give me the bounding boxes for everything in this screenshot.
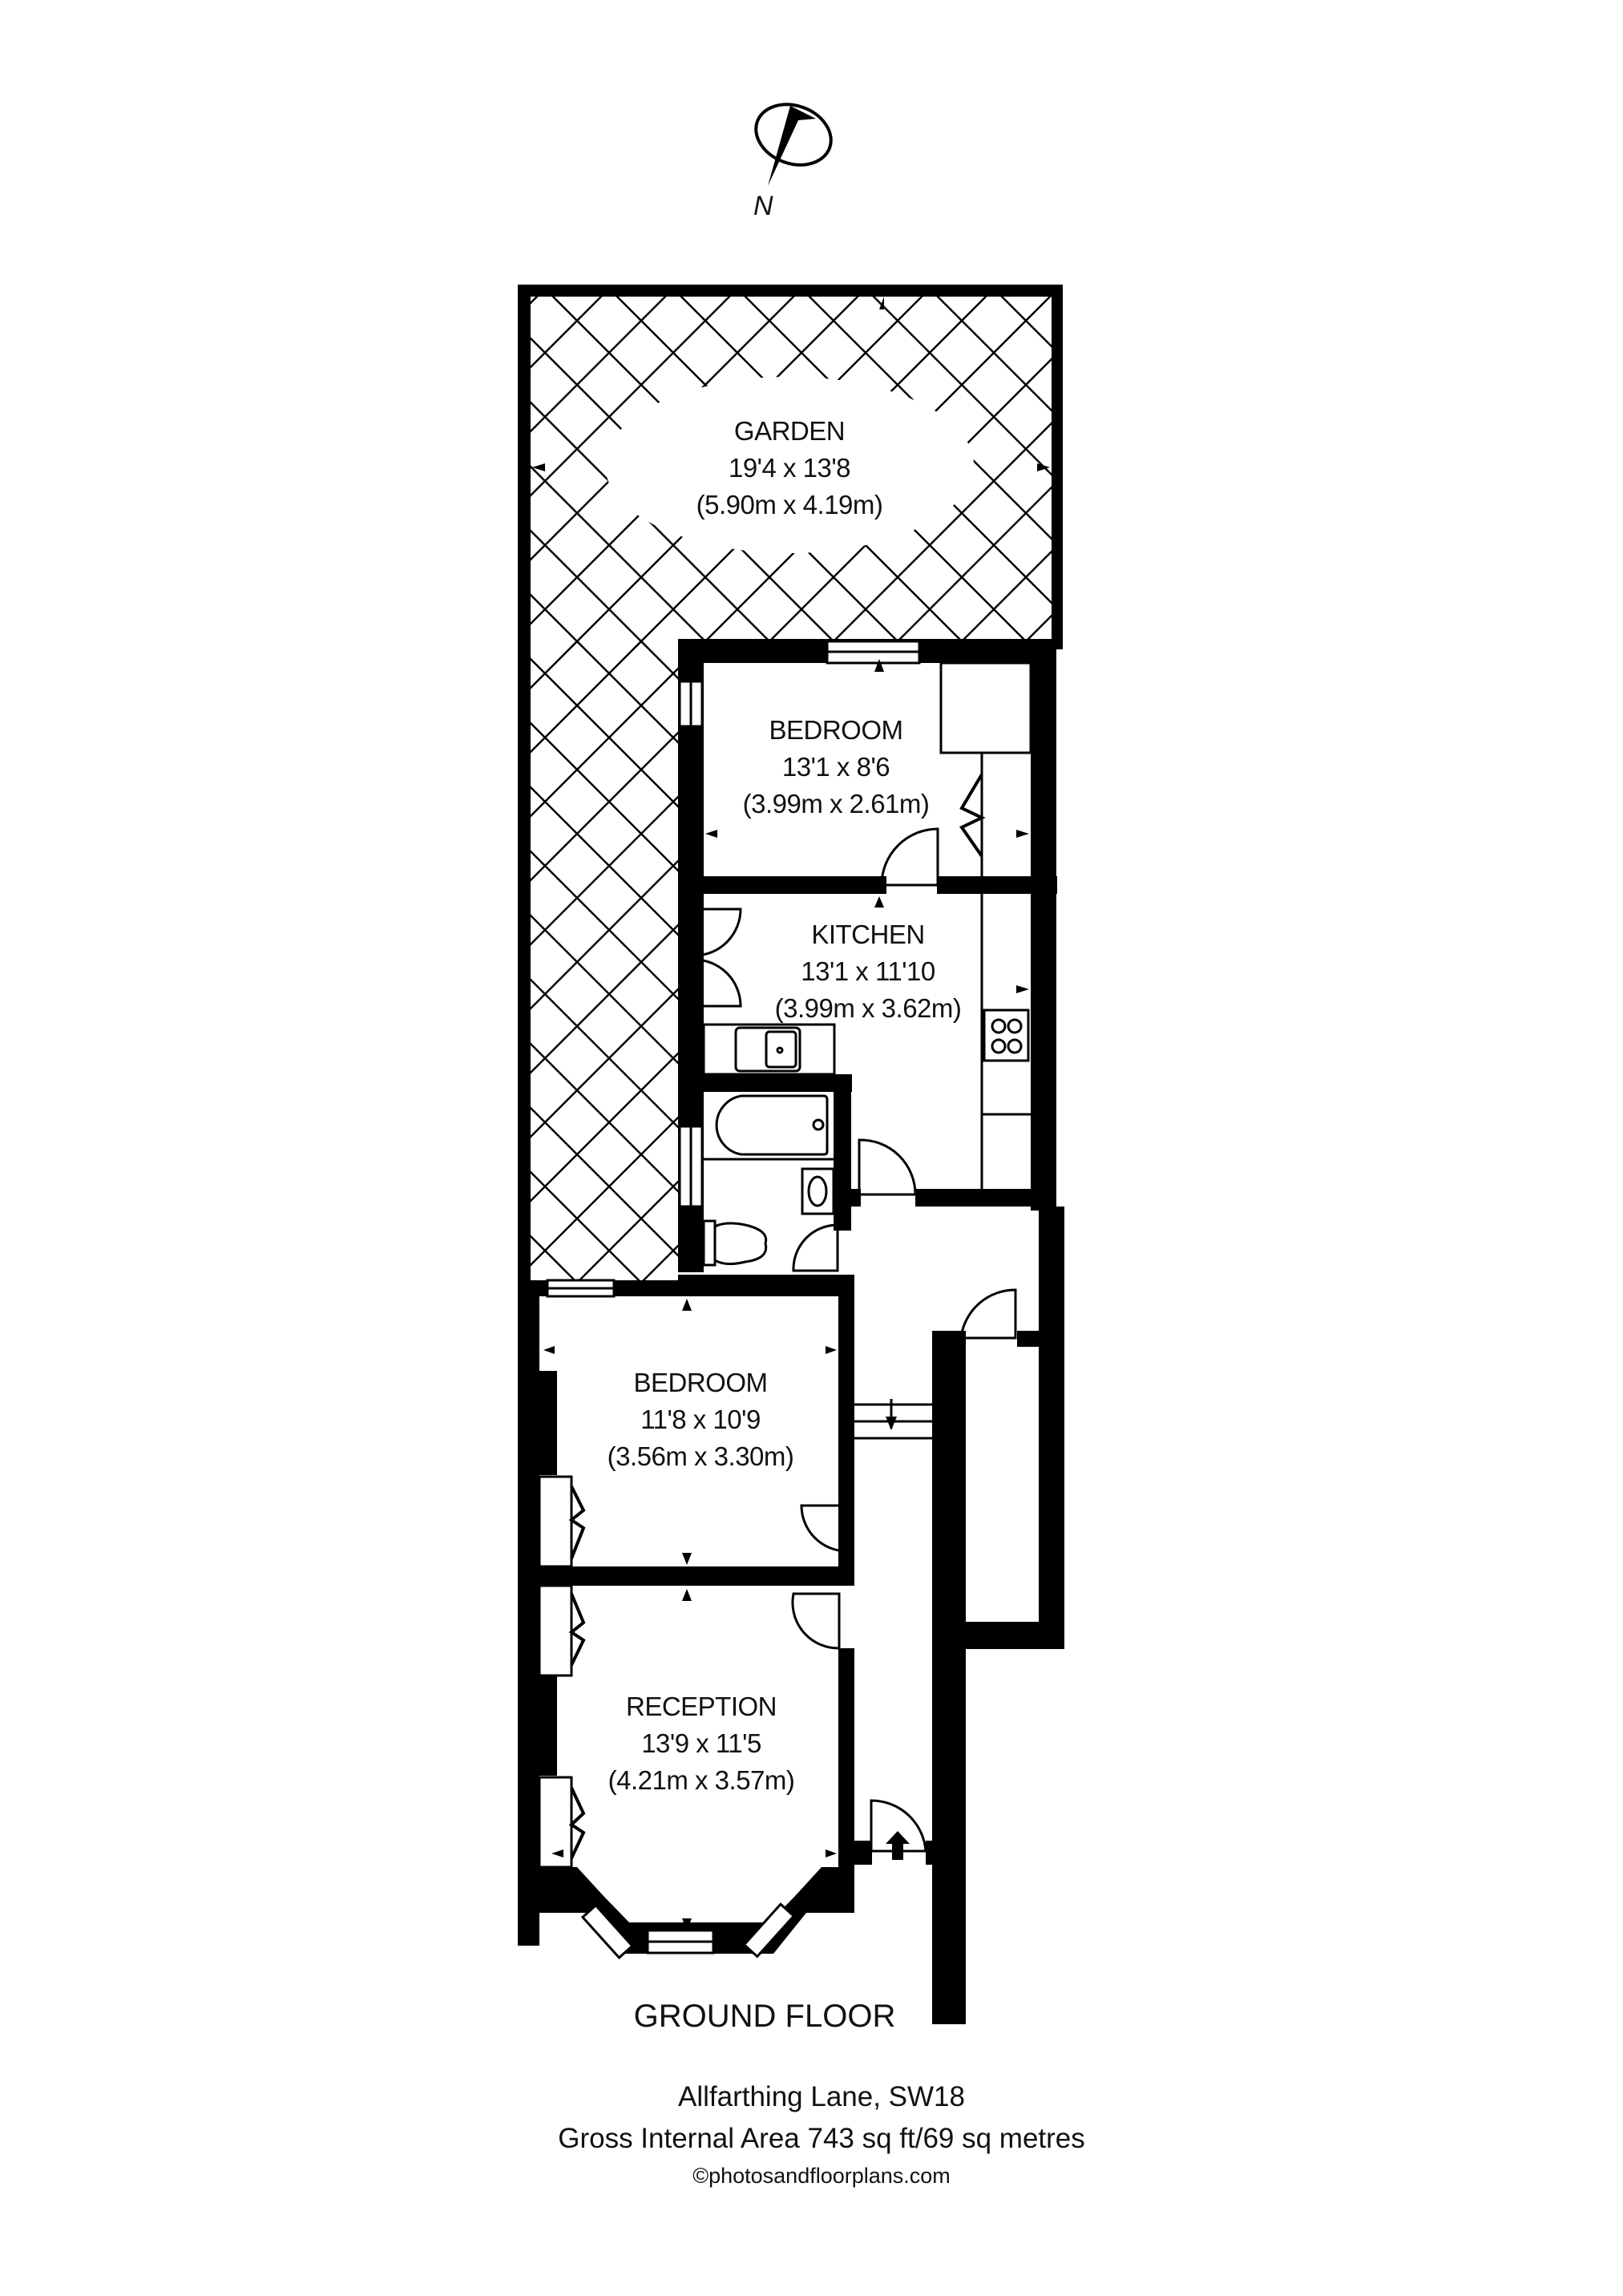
room-label-bedroom-lower: BEDROOM 11'8 x 10'9 (3.56m x 3.30m) [608, 1364, 794, 1475]
copyright-text: ©photosandfloorplans.com [692, 2164, 951, 2188]
gross-internal-area: Gross Internal Area 743 sq ft/69 sq metr… [558, 2123, 1085, 2154]
room-name: BEDROOM [633, 1368, 768, 1397]
room-imperial: 13'1 x 11'10 [801, 956, 935, 986]
compass-north-label: N [753, 191, 773, 221]
room-imperial: 13'9 x 11'5 [641, 1728, 761, 1758]
upper-bedroom-walls [678, 639, 1057, 1272]
north-arrow-icon [754, 103, 833, 186]
room-metric: (3.99m x 2.61m) [742, 789, 930, 819]
reception-walls [518, 1584, 934, 1960]
room-name: KITCHEN [811, 920, 925, 949]
lower-bedroom-walls [518, 1279, 854, 1946]
room-label-reception: RECEPTION 13'9 x 11'5 (4.21m x 3.57m) [608, 1688, 795, 1799]
property-address: Allfarthing Lane, SW18 [678, 2081, 965, 2112]
plan-footer: Allfarthing Lane, SW18 Gross Internal Ar… [558, 2076, 1085, 2192]
room-metric: (3.56m x 3.30m) [607, 1441, 794, 1471]
bathroom-fixtures [678, 1094, 854, 1292]
room-metric: (5.90m x 4.19m) [696, 490, 883, 519]
floor-title: GROUND FLOOR [633, 1999, 896, 2034]
garden-boundary [518, 285, 1063, 1283]
room-name: BEDROOM [769, 715, 903, 745]
room-name: RECEPTION [625, 1692, 777, 1721]
room-label-bedroom-upper: BEDROOM 13'1 x 8'6 (3.99m x 2.61m) [743, 712, 930, 823]
room-metric: (4.21m x 3.57m) [608, 1765, 795, 1795]
hall-walls [932, 1207, 1064, 2024]
hallway-stairs [854, 1399, 932, 1440]
room-label-garden: GARDEN 19'4 x 13'8 (5.90m x 4.19m) [696, 413, 883, 523]
room-imperial: 11'8 x 10'9 [640, 1405, 761, 1434]
garden-area [529, 295, 1052, 1283]
room-imperial: 19'4 x 13'8 [728, 453, 851, 483]
kitchen-walls [678, 890, 1056, 1231]
room-label-kitchen: KITCHEN 13'1 x 11'10 (3.99m x 3.62m) [775, 916, 962, 1027]
room-imperial: 13'1 x 8'6 [781, 752, 890, 782]
room-metric: (3.99m x 3.62m) [774, 993, 962, 1023]
dimension-markers [532, 297, 1050, 1930]
room-name: GARDEN [733, 416, 846, 446]
